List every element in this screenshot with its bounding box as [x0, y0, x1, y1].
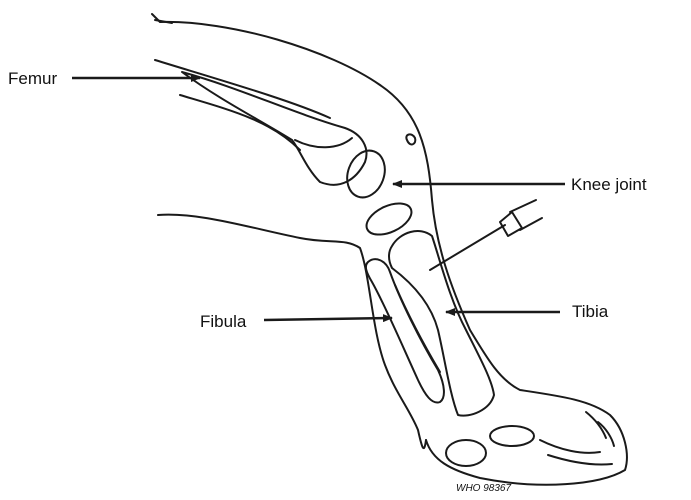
navicular — [490, 426, 534, 446]
leg-outline-back — [155, 60, 426, 448]
knee-joint-label: Knee joint — [571, 176, 647, 193]
syringe-hub — [500, 212, 522, 236]
talus — [446, 440, 486, 466]
figure-credit: WHO 98367 — [456, 484, 511, 494]
tibia-label: Tibia — [572, 303, 608, 320]
needle — [430, 225, 505, 270]
fibula — [366, 259, 444, 402]
fibula-arrow — [264, 318, 392, 320]
meniscus — [362, 197, 416, 241]
femur-label: Femur — [8, 70, 57, 87]
fibula-label: Fibula — [200, 313, 246, 330]
tibia — [389, 231, 494, 416]
femur — [182, 72, 366, 185]
